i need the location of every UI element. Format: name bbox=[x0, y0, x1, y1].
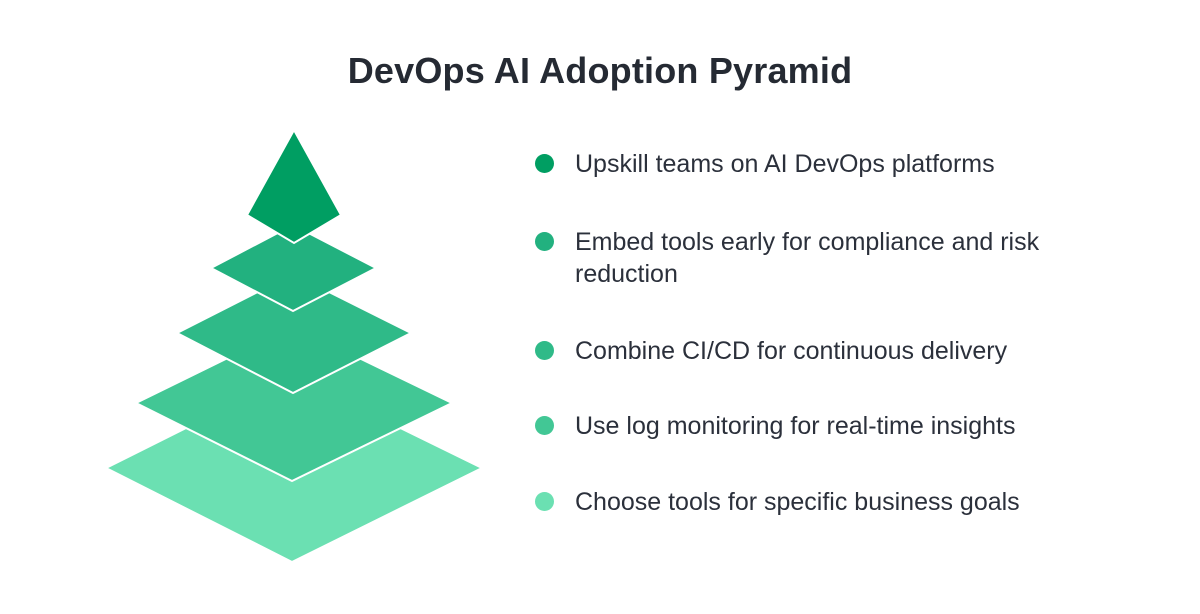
list-item-label: Combine CI/CD for continuous delivery bbox=[575, 337, 1008, 365]
pyramid-level-4 bbox=[133, 324, 455, 483]
list-item: Use log monitoring for real-time insight… bbox=[535, 410, 1115, 442]
list-item: Combine CI/CD for continuous delivery bbox=[535, 335, 1115, 367]
pyramid-level-3 bbox=[174, 272, 414, 395]
bullet-dot-icon bbox=[535, 154, 554, 173]
list-item-label: Upskill teams on AI DevOps platforms bbox=[575, 150, 995, 178]
list-item-label: Choose tools for specific business goals bbox=[575, 488, 1020, 516]
pyramid-level-2 bbox=[208, 223, 379, 313]
bullet-dot-icon bbox=[535, 416, 554, 435]
bullet-dot-icon bbox=[535, 492, 554, 511]
list-item-label: Embed tools early for compliance and ris… bbox=[575, 228, 1040, 288]
list-item: Embed tools early for compliance and ris… bbox=[535, 226, 1115, 290]
list-item: Upskill teams on AI DevOps platforms bbox=[535, 148, 1115, 180]
list-item: Choose tools for specific business goals bbox=[535, 486, 1115, 518]
pyramid-level-1 bbox=[245, 127, 343, 245]
bullet-dot-icon bbox=[535, 341, 554, 360]
list-item-label: Use log monitoring for real-time insight… bbox=[575, 412, 1016, 440]
bullet-dot-icon bbox=[535, 232, 554, 251]
diagram-title: DevOps AI Adoption Pyramid bbox=[347, 50, 853, 91]
